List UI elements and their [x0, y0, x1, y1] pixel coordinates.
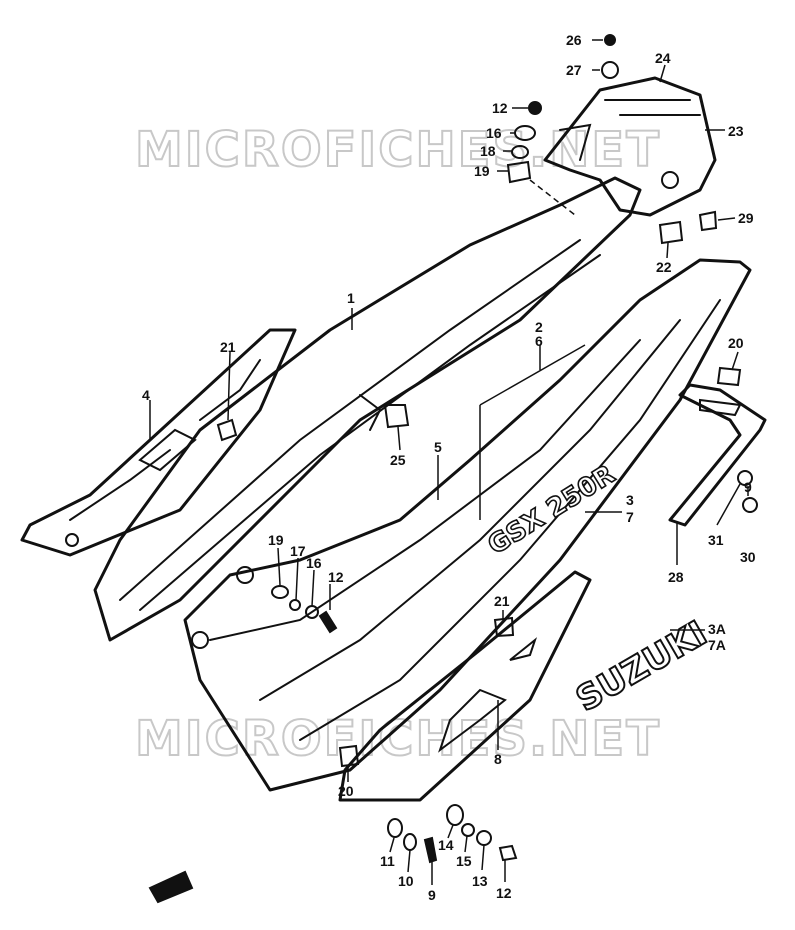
callout-16-top: 16 [486, 125, 502, 141]
callout-19-left: 19 [268, 532, 284, 548]
callout-28: 28 [668, 569, 684, 585]
callout-29: 29 [738, 210, 754, 226]
callout-3A: 3A [708, 621, 726, 637]
grommet-19-top [506, 160, 532, 184]
callout-31: 31 [708, 532, 724, 548]
main-side-cover [183, 258, 752, 792]
callout-25: 25 [390, 452, 406, 468]
cushion-20-lower [338, 744, 360, 768]
bolt-12-left [318, 610, 338, 634]
callout-11: 11 [380, 853, 395, 869]
tail-bracket [668, 383, 767, 527]
screw-9 [423, 836, 438, 864]
callout-4: 4 [142, 387, 150, 403]
callout-20-right: 20 [728, 335, 744, 351]
callout-14: 14 [438, 837, 454, 853]
callout-labels: 26 27 24 23 12 16 18 19 29 22 1 21 4 2 6… [142, 32, 756, 903]
callout-22: 22 [656, 259, 672, 275]
callout-20-lower: 20 [338, 783, 354, 799]
nut-27 [601, 61, 619, 79]
callout-27: 27 [566, 62, 582, 78]
callout-24: 24 [655, 50, 671, 66]
callout-8: 8 [494, 751, 502, 767]
collar-10 [403, 833, 417, 851]
grommet-14 [446, 804, 464, 826]
left-side-panel [20, 328, 297, 557]
screw-26 [604, 34, 616, 46]
callout-1: 1 [347, 290, 355, 306]
cushion-29 [698, 210, 718, 232]
callout-19-top: 19 [474, 163, 490, 179]
front-direction-arrow-icon [148, 870, 194, 904]
stripe-decal-text: GSX 250R [483, 459, 621, 560]
callout-13: 13 [472, 873, 488, 889]
leader-lines [149, 39, 749, 885]
callout-12-top: 12 [492, 100, 508, 116]
callout-21-lower: 21 [494, 593, 510, 609]
collar-17 [289, 599, 301, 611]
callout-2: 2 [535, 319, 543, 335]
grommet-25 [383, 404, 410, 429]
callout-23: 23 [728, 123, 744, 139]
callout-12-bottom: 12 [496, 885, 512, 901]
callout-26: 26 [566, 32, 582, 48]
callout-16-left: 16 [306, 555, 322, 571]
frame-cover-upper [93, 176, 642, 642]
washer-11 [387, 818, 403, 838]
collar-15 [461, 823, 475, 837]
washer-18 [511, 145, 529, 159]
seat-tail-cowl [543, 76, 717, 217]
callout-10: 10 [398, 873, 414, 889]
bolt-12-top [528, 101, 542, 115]
grommet-19-left [271, 585, 289, 599]
washer-13 [476, 830, 492, 846]
callout-12-left: 12 [328, 569, 344, 585]
grommet-21-left [216, 418, 238, 442]
grommet-21-lower [493, 616, 515, 638]
callout-21-left: 21 [220, 339, 236, 355]
callout-7A: 7A [708, 637, 726, 653]
bolt-12-bottom [498, 844, 518, 862]
nut-31 [737, 470, 753, 486]
grommet-22 [658, 220, 684, 245]
cushion-20-right [716, 366, 742, 387]
callout-6-top: 6 [535, 333, 543, 349]
hardware-parts [148, 34, 758, 904]
watermark-bottom: MICROFICHES.NET [135, 711, 661, 767]
stripe-decal: GSX 250R [482, 459, 621, 562]
callout-17: 17 [290, 543, 306, 559]
callout-7: 7 [626, 509, 634, 525]
callout-18: 18 [480, 143, 496, 159]
callout-3: 3 [626, 492, 634, 508]
callout-9-right: 9 [744, 479, 752, 495]
callout-15: 15 [456, 853, 472, 869]
washer-30 [742, 497, 758, 513]
callout-5: 5 [434, 439, 442, 455]
callout-30: 30 [740, 549, 756, 565]
callout-9-bottom: 9 [428, 887, 436, 903]
